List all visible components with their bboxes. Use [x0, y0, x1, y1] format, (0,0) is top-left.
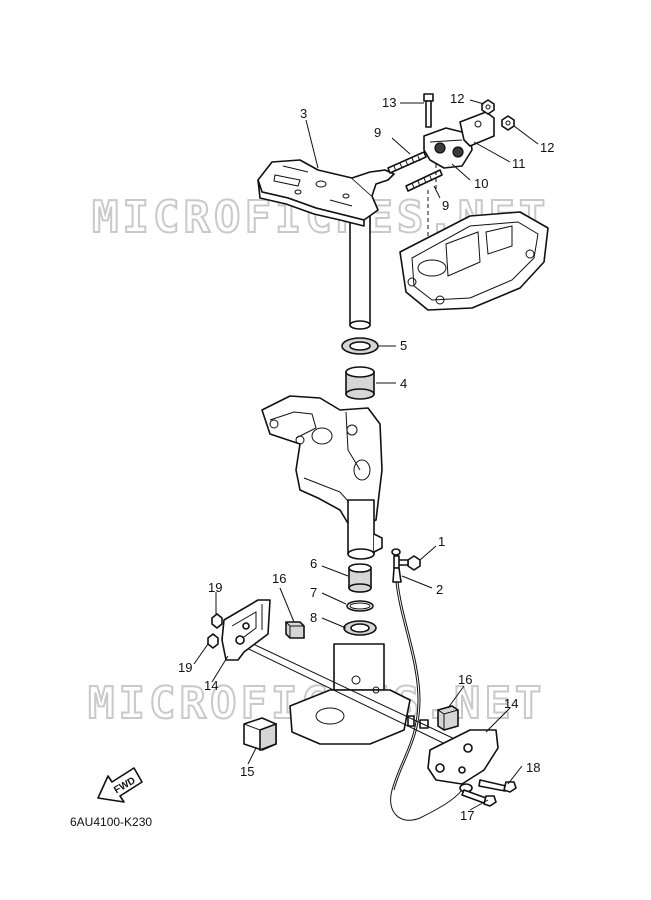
- bushing-part-6: [348, 563, 372, 593]
- callout-8: 8: [310, 610, 317, 625]
- callout-4: 4: [400, 376, 407, 391]
- pad-part-15: [243, 717, 277, 752]
- fwd-arrow-icon: FWD: [97, 767, 143, 803]
- steering-bracket-part-3: [257, 159, 395, 330]
- callout-11: 11: [512, 156, 526, 171]
- callout-7: 7: [310, 585, 317, 600]
- callout-17: 17: [460, 808, 474, 823]
- callout-9-upper: 9: [374, 125, 381, 140]
- ground-lead-part-2: [390, 548, 473, 821]
- callout-19-lower: 19: [178, 660, 192, 675]
- bushing-part-8: [343, 620, 377, 636]
- callout-3: 3: [300, 106, 307, 121]
- callout-15: 15: [240, 764, 254, 779]
- nut-part-19a: [211, 613, 223, 629]
- bracket-part-14a: [221, 599, 271, 661]
- nut-part-12b: [501, 115, 515, 131]
- bolt-part-17: [461, 789, 497, 807]
- pad-part-16a: [285, 621, 305, 639]
- pad-part-16b: [437, 705, 459, 731]
- callout-18: 18: [526, 760, 540, 775]
- callout-12-right: 12: [540, 140, 554, 155]
- link-rod: [229, 635, 479, 757]
- catalog-code: 6AU4100-K230: [70, 815, 152, 829]
- bolt-part-1: [397, 555, 421, 571]
- nut-part-19b: [207, 633, 219, 649]
- callout-14-right: 14: [504, 696, 518, 711]
- callout-10: 10: [474, 176, 488, 191]
- callout-19-upper: 19: [208, 580, 222, 595]
- bolt-part-18: [478, 779, 517, 793]
- leader-lines: [193, 99, 539, 811]
- swivel-bracket: [261, 395, 383, 560]
- bolt-part-13: [423, 93, 434, 128]
- bushing-part-4: [345, 366, 375, 400]
- callout-2: 2: [436, 582, 443, 597]
- callout-12-upper: 12: [450, 91, 464, 106]
- callout-14-left: 14: [204, 678, 218, 693]
- callout-16-lower: 16: [458, 672, 472, 687]
- callout-16-upper: 16: [272, 571, 286, 586]
- callouts: 3 9 9 10 11 13 12 12 5 4 1 2 6 7 8 16 16…: [178, 91, 554, 823]
- callout-9-lower: 9: [442, 198, 449, 213]
- bushing-part-5: [341, 337, 379, 355]
- upper-casing: [399, 211, 549, 311]
- callout-13: 13: [382, 95, 396, 110]
- mount-bracket-part-10: [423, 127, 473, 169]
- plate-part-11: [459, 111, 495, 147]
- callout-1: 1: [438, 534, 445, 549]
- nut-part-12a: [481, 99, 495, 115]
- stud-bolts-part-9: [387, 150, 443, 240]
- callout-6: 6: [310, 556, 317, 571]
- cable-clip: [407, 715, 429, 729]
- callout-5: 5: [400, 338, 407, 353]
- bracket-part-14b: [427, 729, 499, 785]
